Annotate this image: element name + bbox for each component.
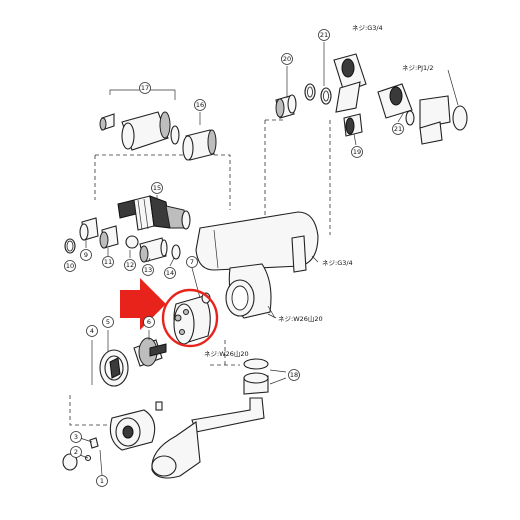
callout-5: 5 xyxy=(102,316,114,328)
thread-label-pj12: ネジ:PJ1/2 xyxy=(402,64,434,72)
svg-text:20: 20 xyxy=(283,55,291,63)
highlight-arrow-icon xyxy=(120,278,166,330)
svg-text:1: 1 xyxy=(100,477,104,485)
part-10-oring xyxy=(64,238,76,254)
callout-13: 13 xyxy=(142,264,154,276)
leader-lines xyxy=(79,42,459,476)
callout-21-right: 21 xyxy=(392,123,404,135)
callouts: 1 2 3 4 5 6 7 9 10 11 12 13 14 15 16 17 … xyxy=(64,29,404,487)
svg-text:21: 21 xyxy=(320,31,328,39)
part-14-washer xyxy=(171,244,181,260)
part-6-spindle xyxy=(133,337,167,367)
part-supply-elbow-left xyxy=(333,53,367,113)
part-13-adapter xyxy=(139,237,168,263)
callout-10: 10 xyxy=(64,260,76,272)
highlight-marker xyxy=(120,278,219,348)
spout-assembly xyxy=(151,358,269,479)
thread-label-w26-spout: ネジ:W26山20 xyxy=(204,349,249,358)
svg-text:7: 7 xyxy=(190,258,194,266)
callout-16: 16 xyxy=(194,99,206,111)
svg-text:9: 9 xyxy=(84,251,88,259)
part-11-fitting xyxy=(99,225,119,249)
thread-label-w26-body: ネジ:W26山20 xyxy=(278,314,323,323)
callout-20: 20 xyxy=(281,53,293,65)
callout-12: 12 xyxy=(124,259,136,271)
svg-text:6: 6 xyxy=(147,318,151,326)
svg-text:3: 3 xyxy=(74,433,78,441)
callout-15: 15 xyxy=(151,182,163,194)
part-16-nut xyxy=(182,112,217,161)
svg-text:19: 19 xyxy=(353,148,361,156)
part-12-cap xyxy=(125,235,139,249)
svg-text:10: 10 xyxy=(66,262,74,270)
callout-6: 6 xyxy=(143,316,155,328)
part-17-assembly xyxy=(99,89,180,151)
thread-label-g34-top: ネジ:G3/4 xyxy=(352,24,383,32)
svg-text:18: 18 xyxy=(290,371,298,379)
callout-4: 4 xyxy=(86,325,98,337)
callout-9: 9 xyxy=(80,249,92,261)
highlight-circle xyxy=(161,288,219,348)
callout-1: 1 xyxy=(96,475,108,487)
thread-labels: ネジ:G3/4 ネジ:PJ1/2 ネジ:G3/4 ネジ:W26山20 ネジ:W2… xyxy=(204,24,434,358)
svg-text:14: 14 xyxy=(166,269,174,277)
part-supply-elbow-right xyxy=(377,83,468,145)
svg-text:11: 11 xyxy=(104,258,112,266)
callout-7: 7 xyxy=(186,256,198,268)
part-handle-lower xyxy=(62,401,163,471)
callout-18: 18 xyxy=(288,369,300,381)
part-5-knob xyxy=(99,349,129,387)
callout-14: 14 xyxy=(164,267,176,279)
callout-17: 17 xyxy=(139,82,151,94)
callout-19: 19 xyxy=(351,146,363,158)
callout-21-top: 21 xyxy=(318,29,330,41)
svg-text:15: 15 xyxy=(153,184,161,192)
part-19-nut xyxy=(343,113,363,137)
svg-text:16: 16 xyxy=(196,101,204,109)
callout-11: 11 xyxy=(102,256,114,268)
part-9-valve xyxy=(79,217,99,241)
part-7-highlighted xyxy=(173,292,211,345)
svg-text:12: 12 xyxy=(126,261,134,269)
svg-text:21: 21 xyxy=(394,125,402,133)
svg-text:17: 17 xyxy=(141,84,149,92)
part-15-thermo-cartridge xyxy=(117,195,191,231)
svg-text:2: 2 xyxy=(74,448,78,456)
thread-label-g34-body: ネジ:G3/4 xyxy=(322,259,353,267)
callout-2: 2 xyxy=(70,446,82,458)
main-body-housing xyxy=(195,211,319,319)
part-20-nut xyxy=(275,94,297,119)
svg-text:13: 13 xyxy=(144,266,152,274)
part-21-washers-left xyxy=(304,83,332,105)
svg-text:5: 5 xyxy=(106,318,110,326)
assembly-guide-lines xyxy=(69,119,331,426)
svg-text:4: 4 xyxy=(90,327,94,335)
callout-3: 3 xyxy=(70,431,82,443)
